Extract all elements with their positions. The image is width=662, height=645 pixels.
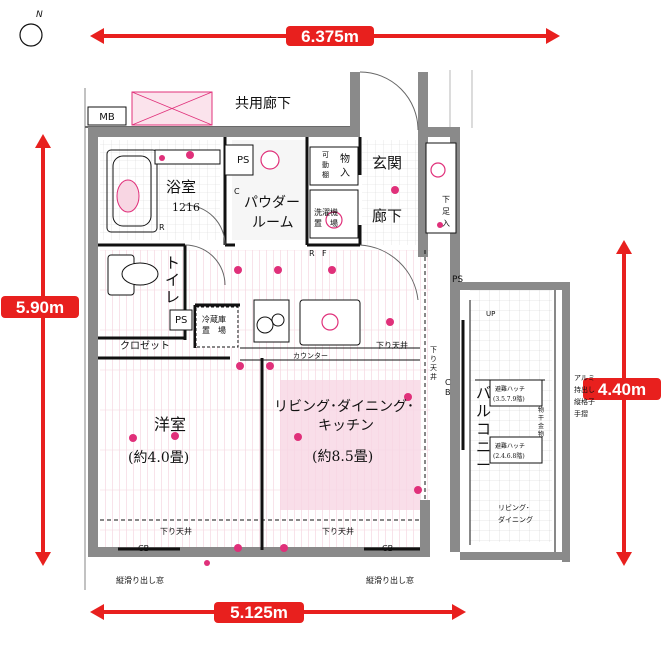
mb-label: MB bbox=[99, 112, 115, 123]
powder-room-label-1: パウダー bbox=[244, 195, 300, 211]
washer-label-1: 洗濯機 bbox=[314, 207, 338, 217]
ceiling-drop-bottom-left: 下り天井 bbox=[160, 526, 192, 536]
fridge-label-2: 置 場 bbox=[202, 325, 226, 335]
storage-sub-1: 可 bbox=[322, 151, 329, 159]
c-label: C bbox=[234, 187, 240, 196]
aluminum-railing-4: 手摺 bbox=[574, 409, 588, 418]
hallway-label: 廊下 bbox=[372, 207, 402, 225]
western-room-label: 洋室 bbox=[154, 415, 186, 434]
window-left-label: 縦滑り出し窓 bbox=[116, 575, 164, 585]
shoe-box-3: 入 bbox=[442, 219, 450, 228]
escape-hatch-1b: (3.5.7.9階) bbox=[493, 395, 525, 403]
cb-balcony-1: C bbox=[445, 378, 451, 387]
storage-label-1: 物 bbox=[340, 152, 350, 165]
r-label: R bbox=[159, 223, 165, 232]
ac-ldk-1: リビング･ bbox=[498, 503, 530, 512]
cb-left: CB bbox=[138, 544, 149, 553]
ldk-highlight bbox=[280, 380, 420, 510]
compass: N bbox=[19, 10, 43, 47]
dimension-left: 5.90m bbox=[1, 134, 79, 566]
ac-ldk-2: ダイニング bbox=[498, 515, 533, 524]
ldk-size: (約8.5畳) bbox=[312, 449, 373, 465]
ceiling-drop-side-1: 下 bbox=[430, 346, 437, 354]
dimension-right-label: 4.40m bbox=[598, 380, 646, 399]
washer-label-2: 置 場 bbox=[314, 218, 338, 228]
dimension-bottom: 5.125m bbox=[90, 602, 466, 623]
counter-label: カウンター bbox=[293, 351, 328, 360]
cb-balcony-2: B bbox=[445, 388, 451, 397]
dimension-left-label: 5.90m bbox=[16, 298, 64, 317]
hardware-2: 干 bbox=[538, 415, 544, 422]
balcony-floor bbox=[470, 290, 552, 542]
ceiling-drop-side-2: り bbox=[430, 355, 437, 363]
common-corridor-label: 共用廊下 bbox=[235, 95, 291, 112]
ceiling-drop-ldk: 下り天井 bbox=[376, 340, 408, 350]
balcony-label-5: ー bbox=[476, 456, 491, 474]
common-corridor: MB 共用廊下 bbox=[84, 70, 473, 590]
fridge-label-1: 冷蔵庫 bbox=[202, 314, 226, 324]
dimension-bottom-label: 5.125m bbox=[230, 603, 288, 622]
cb-right: CB bbox=[382, 544, 393, 553]
bathroom-size: 1216 bbox=[172, 201, 200, 214]
entrance-label: 玄関 bbox=[372, 154, 402, 172]
closet-label: クロゼット bbox=[120, 340, 170, 352]
ps-closet-label: PS bbox=[175, 315, 187, 326]
up-label: UP bbox=[486, 310, 495, 318]
hardware-3: 金 bbox=[538, 422, 544, 430]
bathroom-label: 浴室 bbox=[166, 178, 196, 196]
escape-hatch-2b: (2.4.6.8階) bbox=[493, 452, 525, 460]
electrical-symbols bbox=[129, 151, 443, 566]
balcony-label-4: ニ bbox=[476, 438, 491, 456]
storage-sub-2: 動 bbox=[322, 160, 329, 169]
balcony-label-2: ル bbox=[476, 402, 491, 420]
dimension-right: 4.40m bbox=[583, 240, 661, 566]
ps-right-label: PS bbox=[452, 275, 463, 285]
aluminum-railing-2: 持出し bbox=[574, 385, 595, 394]
ceiling-drop-side-3: 天 bbox=[430, 364, 437, 372]
escape-hatch-2a: 避難ハッチ bbox=[495, 442, 525, 450]
ceiling-drop-bottom-right: 下り天井 bbox=[322, 526, 354, 536]
escape-hatch-1a: 避難ハッチ bbox=[495, 385, 525, 393]
dimension-top-label: 6.375m bbox=[301, 27, 359, 46]
fixtures bbox=[116, 150, 446, 334]
rf-label-f: F bbox=[322, 249, 327, 258]
room-labels: PS PS PS 物 入 可 動 棚 玄関 下 足 入 浴室 1216 パウダー… bbox=[116, 151, 595, 585]
aluminum-railing-3: 縦格子 bbox=[574, 397, 595, 406]
aluminum-railing-1: アルミ bbox=[574, 374, 595, 382]
storage-sub-3: 棚 bbox=[322, 170, 329, 179]
dimension-top: 6.375m bbox=[90, 26, 560, 46]
shoe-box-2: 足 bbox=[442, 207, 450, 216]
balcony-label-3: コ bbox=[476, 420, 491, 438]
hardware-1: 物 bbox=[538, 406, 544, 414]
ps-bath-label: PS bbox=[237, 155, 249, 166]
western-room-size: (約4.0畳) bbox=[128, 450, 189, 466]
window-right-label: 縦滑り出し窓 bbox=[366, 575, 414, 585]
rf-label-r: R bbox=[309, 249, 315, 258]
exterior-walls bbox=[88, 72, 570, 562]
powder-room-label-2: ルーム bbox=[252, 215, 294, 231]
ceiling-drop-side-4: 井 bbox=[430, 372, 437, 381]
storage-label-2: 入 bbox=[340, 168, 350, 179]
balcony-label-1: バ bbox=[476, 384, 491, 402]
thin-lines bbox=[100, 71, 556, 552]
ldk-label-1: リビング･ダイニング･ bbox=[274, 399, 414, 415]
north-label: N bbox=[36, 10, 43, 20]
hardware-4: 物 bbox=[538, 430, 544, 438]
toilet-label-3: レ bbox=[165, 288, 180, 306]
ldk-label-2: キッチン bbox=[318, 418, 374, 434]
toilet-label-2: イ bbox=[165, 271, 180, 289]
shoe-box-1: 下 bbox=[442, 195, 450, 204]
toilet-label-1: ト bbox=[165, 254, 180, 272]
